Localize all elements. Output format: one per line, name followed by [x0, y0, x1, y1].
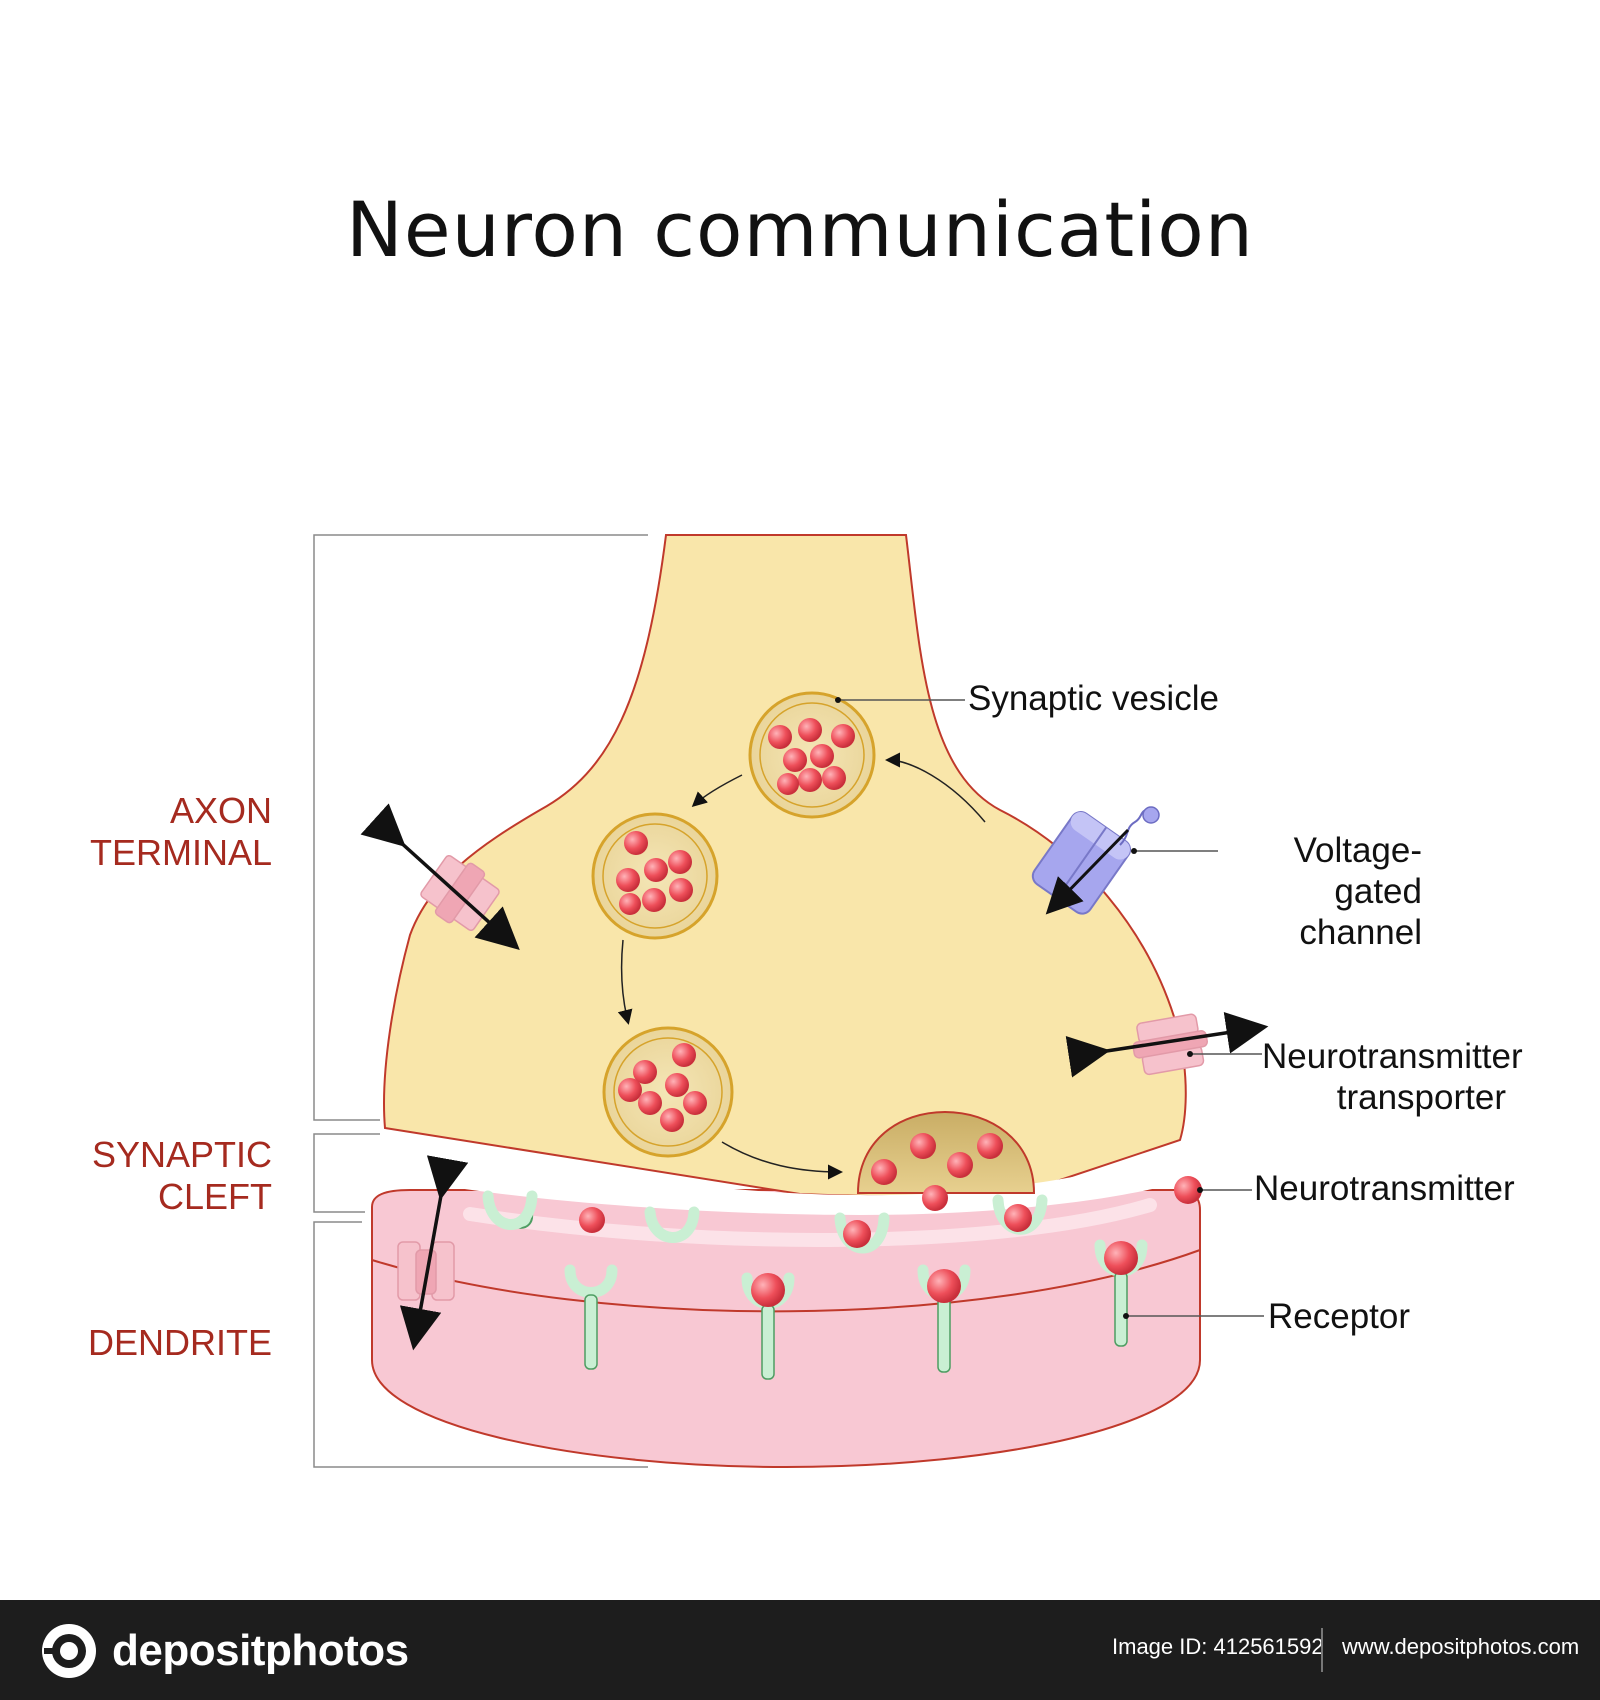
voltage-gated-channel — [1031, 806, 1160, 915]
dendrite-body — [371, 1189, 1201, 1469]
depositphotos-logo-icon — [42, 1624, 96, 1678]
dendrite-membrane-protein — [397, 1155, 469, 1351]
image-id: Image ID: 412561592 — [1112, 1634, 1324, 1659]
footer-bar: depositphotos Image ID: 412561592 www.de… — [0, 1600, 1600, 1700]
callout-voltage-line1: Voltage-gated — [1293, 831, 1422, 911]
callout-neurotransmitter-transporter: Neurotransmitter transporter — [1262, 1036, 1523, 1118]
label-axon-line2: TERMINAL — [89, 832, 272, 873]
region-bracket-dendrite — [313, 1221, 648, 1468]
label-cleft-line2: CLEFT — [157, 1176, 272, 1217]
callout-neurotransmitter: Neurotransmitter — [1254, 1169, 1515, 1208]
vesicle-fusing — [856, 1110, 1036, 1194]
brand-name: depositphotos — [112, 1626, 409, 1675]
region-bracket-cleft — [313, 1133, 380, 1213]
callout-transporter-line1: Neurotransmitter — [1262, 1037, 1523, 1076]
callout-voltage-line2: channel — [1299, 913, 1422, 952]
label-dendrite: DENDRITE — [87, 1322, 272, 1363]
region-bracket-axon — [313, 534, 648, 1121]
vesicle-cycle-arrows — [617, 752, 986, 1180]
footer-url: www.depositphotos.com — [1342, 1634, 1580, 1659]
footer-divider — [1321, 1628, 1323, 1672]
synaptic-vesicle-mid — [591, 812, 719, 940]
diagram-title: Neuron communication — [346, 185, 1254, 274]
callout-receptor: Receptor — [1268, 1297, 1411, 1336]
callout-transporter-line2: transporter — [1336, 1078, 1506, 1117]
label-synaptic-cleft: SYNAPTIC CLEFT — [60, 1134, 272, 1218]
callout-synaptic-vesicle: Synaptic vesicle — [968, 679, 1219, 718]
synaptic-vesicle-low — [602, 1026, 734, 1158]
label-cleft-line1: SYNAPTIC — [91, 1134, 272, 1175]
receptors-surface — [482, 1190, 1048, 1254]
axon-transporter-left — [360, 803, 520, 951]
label-axon-terminal: AXON TERMINAL — [60, 790, 272, 874]
callout-voltage-gated-channel: Voltage-gated channel — [1220, 830, 1422, 953]
neurotransmitters — [579, 1176, 1202, 1307]
callout-leaders — [838, 699, 1264, 1317]
label-axon-line1: AXON — [169, 790, 272, 831]
callout-dots — [835, 697, 1203, 1319]
synaptic-vesicle-top — [748, 691, 876, 819]
